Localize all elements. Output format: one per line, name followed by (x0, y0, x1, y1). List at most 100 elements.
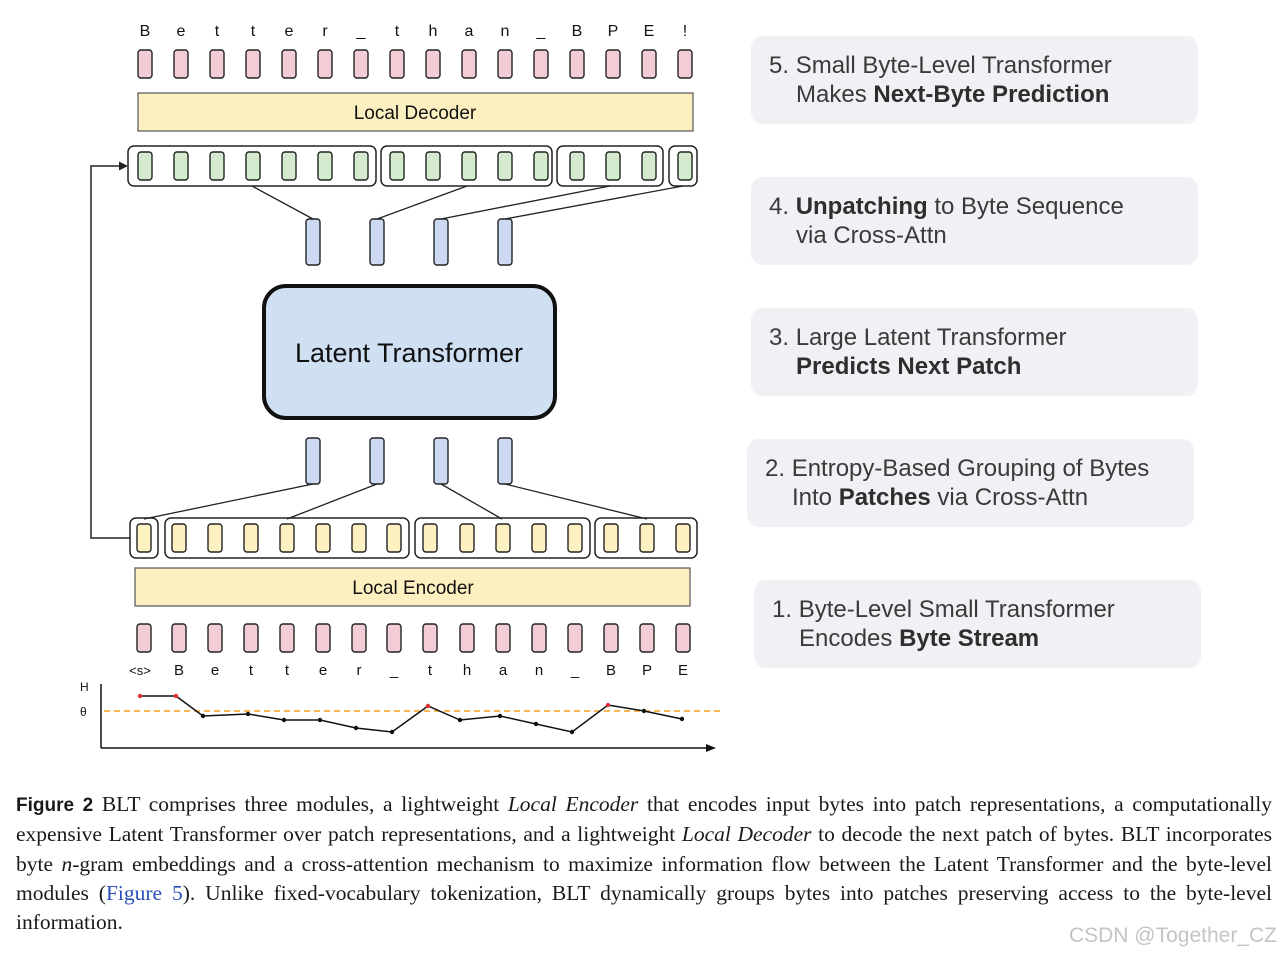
output-byte-label: B (572, 23, 583, 40)
entropy-point (569, 729, 575, 735)
step-line2-bold: Next-Byte Prediction (873, 81, 1110, 108)
encoder-hidden-token (136, 523, 152, 553)
output-byte-token (353, 49, 369, 79)
step-number: 4. (769, 193, 790, 220)
x-axis-arrow-icon (706, 744, 716, 752)
input-byte-token (603, 623, 619, 653)
encoder-hidden-token (315, 523, 331, 553)
decoder-hidden-token (209, 151, 225, 181)
local-decoder-label: Local Decoder (354, 103, 477, 124)
caption-em-n: n (61, 851, 73, 876)
output-byte-token (137, 49, 153, 79)
input-byte-token (243, 623, 259, 653)
encoder-hidden-token (459, 523, 475, 553)
latent-transformer-label: Latent Transformer (295, 338, 523, 368)
encoder-hidden-token (675, 523, 691, 553)
input-byte-label: n (535, 662, 543, 679)
input-byte-token (567, 623, 583, 653)
input-byte-token (422, 623, 438, 653)
entropy-point (173, 693, 179, 699)
decoder-hidden-token (353, 151, 369, 181)
entropy-point (641, 708, 647, 714)
output-byte-label: e (177, 23, 186, 40)
output-byte-label: t (215, 23, 220, 40)
output-byte-label: r (322, 23, 328, 40)
local-encoder-label: Local Encoder (352, 578, 474, 599)
entropy-point (353, 725, 359, 731)
step-line2-bold: Patches (838, 484, 931, 511)
output-byte-token (677, 49, 693, 79)
output-byte-label: B (140, 23, 151, 40)
decoder-hidden-tokens (137, 151, 693, 181)
latent-output-token (369, 218, 385, 266)
output-byte-label: E (644, 23, 655, 40)
encoder-hidden-token (495, 523, 511, 553)
decoder-hidden-token (245, 151, 261, 181)
output-byte-label: _ (356, 23, 367, 40)
output-byte-label: h (429, 23, 438, 40)
input-byte-label: _ (389, 662, 399, 679)
output-byte-token (209, 49, 225, 79)
input-byte-label: <s> (129, 663, 151, 678)
output-byte-token (425, 49, 441, 79)
input-byte-token (495, 623, 511, 653)
decoder-hidden-token (497, 151, 513, 181)
input-byte-label: a (499, 662, 508, 679)
input-byte-label: E (678, 662, 688, 679)
step-line1-pre: Large Latent Transformer (795, 324, 1067, 351)
output-byte-token (569, 49, 585, 79)
input-byte-label: e (319, 662, 327, 679)
output-byte-token (245, 49, 261, 79)
caption-em-local-decoder: Local Decoder (681, 822, 812, 847)
input-byte-label: t (249, 662, 254, 679)
step-line1-post: to Byte Sequence (927, 193, 1124, 220)
input-byte-label: t (285, 662, 290, 679)
patch-connectors (143, 483, 648, 520)
input-byte-token (315, 623, 331, 653)
latent-input-token (433, 437, 449, 485)
latent-output-token (497, 218, 513, 266)
output-byte-label: e (285, 23, 294, 40)
output-byte-token (605, 49, 621, 79)
input-byte-label: r (357, 662, 362, 679)
caption-text-4: -gram embeddings and a cross-attention m… (16, 851, 1272, 905)
encoder-hidden-token (243, 523, 259, 553)
figure-caption: Figure 2 BLT comprises three modules, a … (16, 790, 1272, 937)
latent-input-token (369, 437, 385, 485)
output-byte-label: _ (536, 23, 547, 40)
input-byte-token (459, 623, 475, 653)
entropy-axis-label: H (80, 680, 89, 694)
entropy-point (137, 693, 143, 699)
latent-output-token (305, 218, 321, 266)
input-byte-token (207, 623, 223, 653)
entropy-curve (140, 695, 683, 733)
input-byte-label: e (211, 662, 219, 679)
input-byte-token (639, 623, 655, 653)
caption-text-2: that encodes input bytes into patch repr… (16, 792, 1273, 847)
threshold-label: θ (80, 705, 87, 719)
figure-5-link[interactable]: Figure 5 (105, 880, 183, 905)
entropy-point (245, 711, 251, 717)
encoder-hidden-token (531, 523, 547, 553)
figure-label: Figure 2 (16, 795, 94, 816)
decoder-hidden-token (605, 151, 621, 181)
output-byte-token (389, 49, 405, 79)
output-byte-token (173, 49, 189, 79)
output-byte-label: P (608, 23, 619, 40)
decoder-hidden-token (425, 151, 441, 181)
encoder-hidden-token (207, 523, 223, 553)
output-byte-token (533, 49, 549, 79)
entropy-point (457, 717, 463, 723)
step-line2-pre: Encodes (799, 625, 900, 652)
step-number: 3. (769, 324, 790, 351)
latent-input-token (497, 437, 513, 485)
encoder-hidden-token (171, 523, 187, 553)
encoder-hidden-token (639, 523, 655, 553)
